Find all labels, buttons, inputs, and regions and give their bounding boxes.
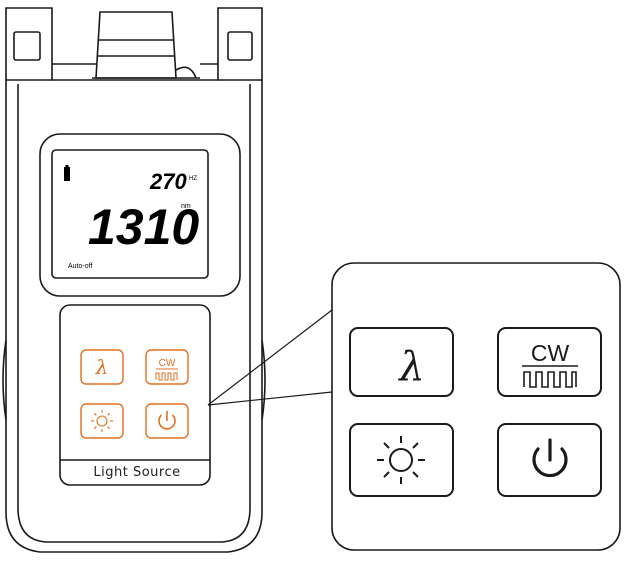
device-lambda-icon: λ [95,355,109,379]
brightness-button[interactable] [349,423,454,497]
device-cw-label: CW [159,358,176,369]
device-sun-icon [91,410,113,432]
display-bezel [39,133,241,297]
device-name-label: Light Source [93,465,180,480]
frequency-value: 270 [149,169,187,194]
device-pulse-icon [155,372,178,381]
device-power-button[interactable] [145,403,189,439]
auto-off-label: Auto-off [68,263,92,270]
keypad-panel [59,304,211,486]
device-power-icon [158,411,176,430]
power-button[interactable] [497,423,602,497]
device-brightness-button[interactable] [80,403,124,439]
wavelength-button[interactable]: λ [349,327,454,397]
cw-mode-button[interactable]: CW [497,327,602,397]
callout-frame [331,262,621,551]
sun-icon [377,436,425,484]
battery-icon [64,167,70,181]
callout-lines [207,309,333,406]
device-body [2,7,266,553]
device-outline [5,80,263,553]
lcd-screen [51,149,209,279]
device-cw-button[interactable]: CW [145,349,189,385]
power-icon [532,438,568,478]
lcd-content: 270 HZ 1310 nm Auto-off [64,165,199,270]
left-ear [5,7,53,81]
frequency-unit: HZ [189,176,197,182]
cw-label: CW [531,340,570,366]
connector-housing [95,11,177,79]
lambda-icon: λ [397,344,424,390]
cw-pulse-icon [523,371,577,388]
zoom-callout: λ CW [331,262,621,551]
device-wavelength-button[interactable]: λ [80,349,124,385]
device-buttons: λ CW [80,349,189,439]
wavelength-value: 1310 [88,199,199,255]
right-ear [217,7,263,81]
wavelength-unit: nm [181,203,191,210]
